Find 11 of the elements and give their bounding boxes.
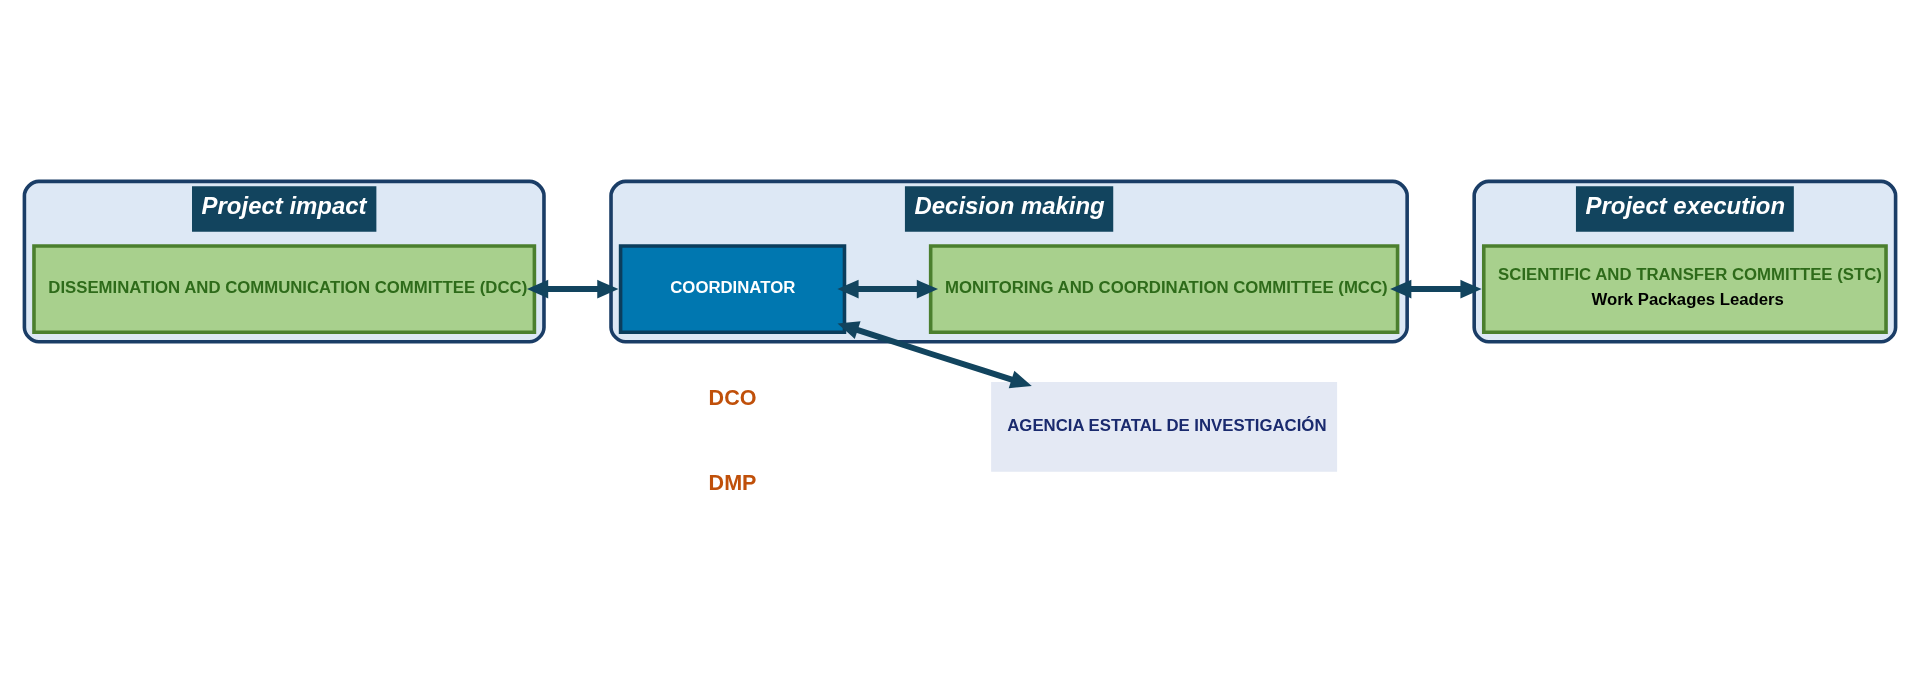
node-box: DISSEMINATION AND COMMUNICATION COMMITTEE (DCC): [32, 244, 537, 334]
node-box: COORDINATOR: [618, 244, 847, 334]
node-box: AGENCIA ESTATAL DE INVESTIGACIÓN: [991, 381, 1338, 472]
arrow: [837, 321, 1032, 389]
arrow: [837, 279, 939, 299]
arrow: [526, 279, 619, 299]
arrow: [1390, 279, 1482, 299]
node-box: SCIENTIFIC AND TRANSFER COMMITTEE (STC) Work Packages Leaders: [1481, 244, 1888, 334]
node-box: MONITORING AND COORDINATION COMMITTEE (MCC): [928, 244, 1400, 334]
label: DCO: [708, 385, 757, 410]
label: DMP: [708, 470, 757, 495]
